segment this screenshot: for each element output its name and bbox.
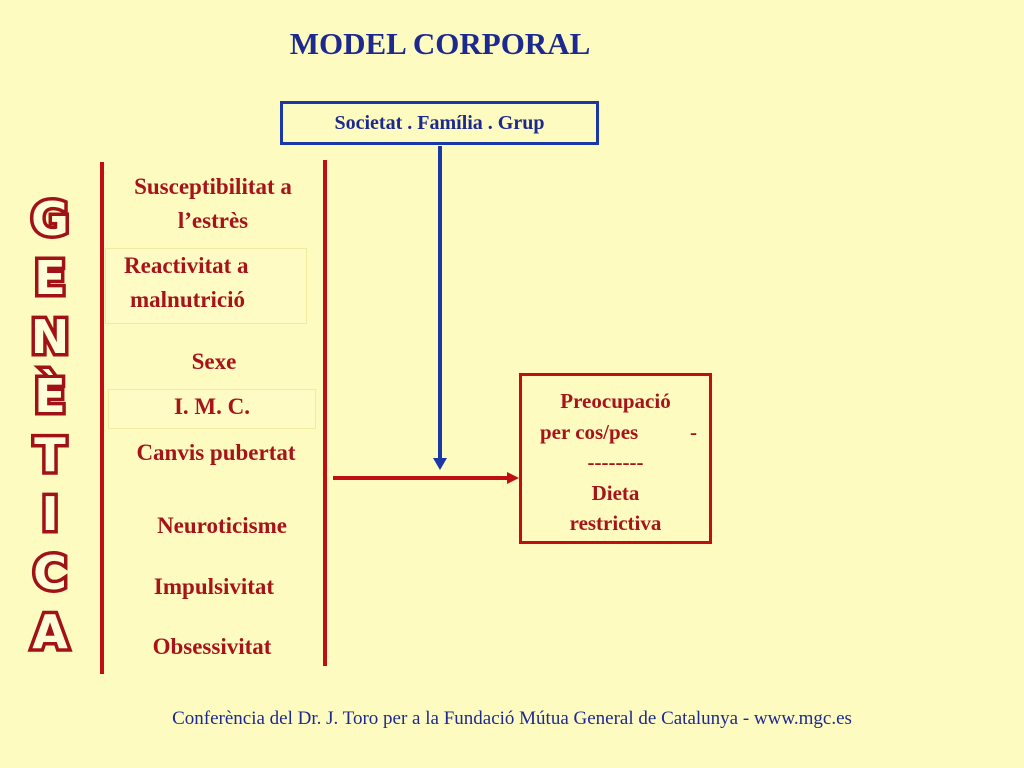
factor-obsessivitat: Obsessivitat [152,634,272,659]
diagram-title: MODEL CORPORAL [289,26,591,61]
outcome-box: Preocupació per cos/pes - -------- Dieta… [519,373,712,544]
genetica-letter: A [29,602,72,663]
factor-reactivitat-line1: Reactivitat a [124,253,249,278]
outcome-line1: Preocupació [560,389,671,413]
genetica-letter: C [30,543,71,604]
society-family-group-label: Societat . Família . Grup [334,111,545,134]
footer-credit: Conferència del Dr. J. Toro per a la Fun… [172,708,852,729]
genetica-letter: E [31,248,69,309]
factor-imc: I. M. C. [108,389,316,429]
factor-susceptibilitat-line1: Susceptibilitat a [134,174,292,199]
genetica-letter: È [31,366,69,427]
outcome-line2: per cos/pes - [522,417,709,448]
factor-sexe: Sexe [191,349,237,374]
factor-reactivitat: Reactivitat a malnutrició [105,248,307,324]
genetics-left-bracket-line [100,162,104,674]
factor-susceptibilitat-line2: l’estrès [177,208,249,233]
society-family-group-box: Societat . Família . Grup [280,101,599,145]
factor-reactivitat-line2: malnutrició [130,287,245,312]
factor-canvis-pubertat: Canvis pubertat [136,440,296,465]
factor-neuroticisme: Neuroticisme [157,513,287,538]
outcome-line2-text: per cos/pes [540,419,639,444]
factor-impulsivitat: Impulsivitat [153,574,275,599]
outcome-line5: restrictiva [569,511,662,535]
genetica-letter: N [27,307,73,368]
genetica-letter: T [31,425,69,486]
outcome-line3-separator: -------- [587,450,644,474]
genetica-letter: I [38,484,62,545]
outcome-line4: Dieta [591,480,640,505]
genetica-letter: G [28,189,73,250]
factors-right-bracket-line [323,160,327,666]
outcome-line2-dash: - [690,419,697,444]
factor-susceptibilitat: Susceptibilitat a l’estrès [106,170,320,238]
